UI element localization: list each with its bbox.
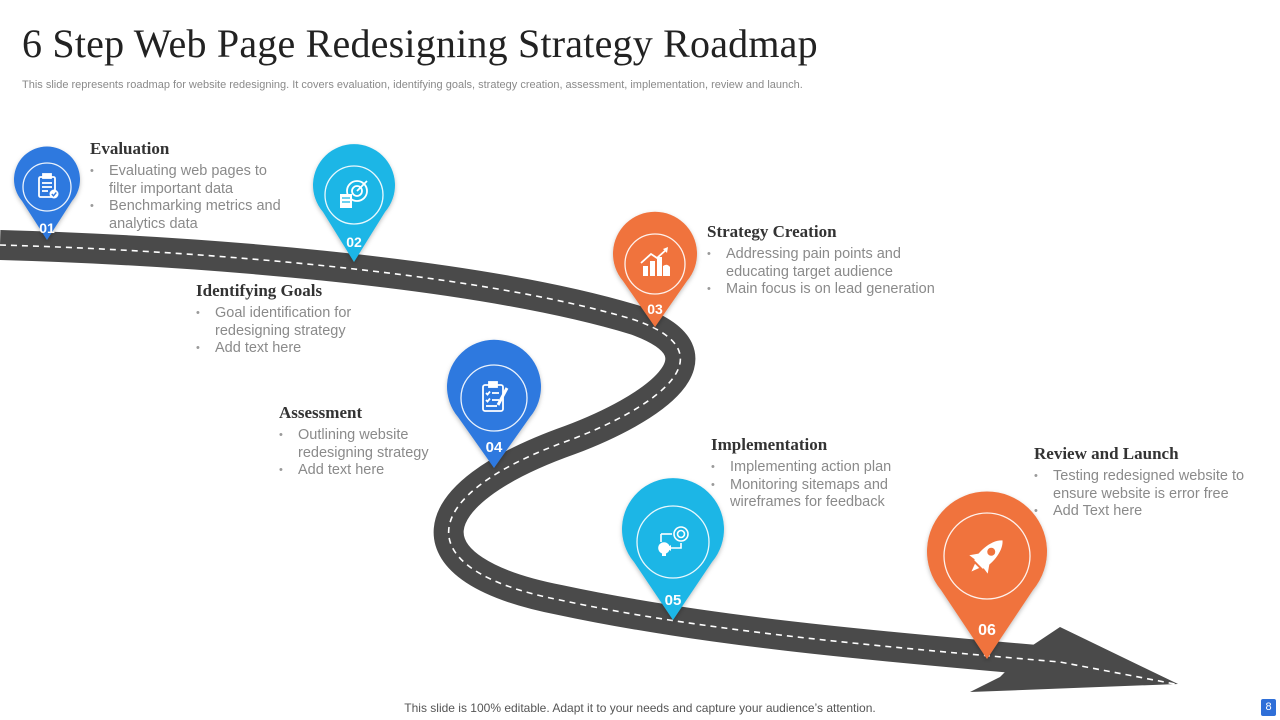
step-pin-01: 01 bbox=[14, 146, 80, 240]
target-document-icon bbox=[340, 180, 368, 208]
list-item: Evaluating web pages to filter important… bbox=[90, 163, 295, 198]
step-05-heading: Implementation bbox=[711, 435, 828, 454]
slide-title: 6 Step Web Page Redesigning Strategy Roa… bbox=[22, 21, 818, 66]
step-03-heading: Strategy Creation bbox=[707, 222, 837, 241]
list-item: Add Text here bbox=[1034, 503, 1264, 521]
step-05-bullets: Implementing action plan Monitoring site… bbox=[711, 459, 911, 512]
clipboard-check-icon bbox=[38, 173, 59, 199]
pin-number: 06 bbox=[978, 622, 996, 639]
step-06-heading: Review and Launch bbox=[1034, 444, 1179, 463]
step-pin-06: 06 bbox=[927, 491, 1047, 659]
pin-icon-ring bbox=[324, 165, 384, 225]
step-01-bullets: Evaluating web pages to filter important… bbox=[90, 163, 295, 233]
step-01-heading: Evaluation bbox=[90, 139, 170, 158]
list-item: Goal identification for redesigning stra… bbox=[196, 305, 391, 340]
step-pin-02: 02 bbox=[313, 144, 395, 262]
pin-shape bbox=[447, 339, 541, 468]
list-item: Main focus is on lead generation bbox=[707, 281, 947, 299]
road-arrow-head bbox=[970, 627, 1178, 692]
list-item: Add text here bbox=[196, 340, 391, 358]
pin-shape bbox=[927, 491, 1047, 659]
list-item: Implementing action plan bbox=[711, 459, 911, 477]
step-pin-04: 04 bbox=[447, 339, 541, 468]
pin-number: 04 bbox=[486, 439, 503, 456]
idea-target-flow-icon bbox=[658, 526, 689, 556]
list-item: Testing redesigned website to ensure web… bbox=[1034, 468, 1264, 503]
pin-icon-ring bbox=[943, 512, 1031, 600]
list-item: Add text here bbox=[279, 462, 454, 480]
step-02-bullets: Goal identification for redesigning stra… bbox=[196, 305, 391, 358]
step-pin-03: 03 bbox=[613, 211, 697, 327]
checklist-pencil-icon bbox=[482, 381, 509, 412]
pin-number: 03 bbox=[647, 301, 663, 317]
pin-icon-ring bbox=[460, 364, 528, 432]
road-center-dashes bbox=[0, 244, 1176, 685]
step-06-bullets: Testing redesigned website to ensure web… bbox=[1034, 468, 1264, 521]
step-03-bullets: Addressing pain points and educating tar… bbox=[707, 246, 947, 299]
road-surface bbox=[0, 230, 1062, 677]
pin-number: 01 bbox=[39, 220, 55, 236]
list-item: Monitoring sitemaps and wireframes for f… bbox=[711, 477, 911, 512]
step-04-heading: Assessment bbox=[279, 403, 363, 422]
list-item: Benchmarking metrics and analytics data bbox=[90, 198, 295, 233]
pin-number: 02 bbox=[346, 234, 362, 250]
pin-icon-ring bbox=[636, 505, 710, 579]
step-04-bullets: Outlining website redesigning strategy A… bbox=[279, 427, 454, 480]
pin-icon-ring bbox=[22, 162, 72, 212]
rocket-icon bbox=[969, 540, 1003, 574]
page-number-badge: 8 bbox=[1261, 699, 1276, 716]
slide-footer: This slide is 100% editable. Adapt it to… bbox=[404, 701, 876, 715]
step-02-heading: Identifying Goals bbox=[196, 281, 323, 300]
list-item: Addressing pain points and educating tar… bbox=[707, 246, 947, 281]
road bbox=[0, 230, 1178, 692]
growth-chart-hand-icon bbox=[640, 247, 670, 276]
pin-icon-ring bbox=[624, 233, 686, 295]
slide-subtitle: This slide represents roadmap for websit… bbox=[22, 79, 803, 91]
list-item: Outlining website redesigning strategy bbox=[279, 427, 454, 462]
step-pin-05: 05 bbox=[622, 478, 724, 620]
pin-shape bbox=[622, 478, 724, 620]
pin-number: 05 bbox=[665, 592, 682, 609]
